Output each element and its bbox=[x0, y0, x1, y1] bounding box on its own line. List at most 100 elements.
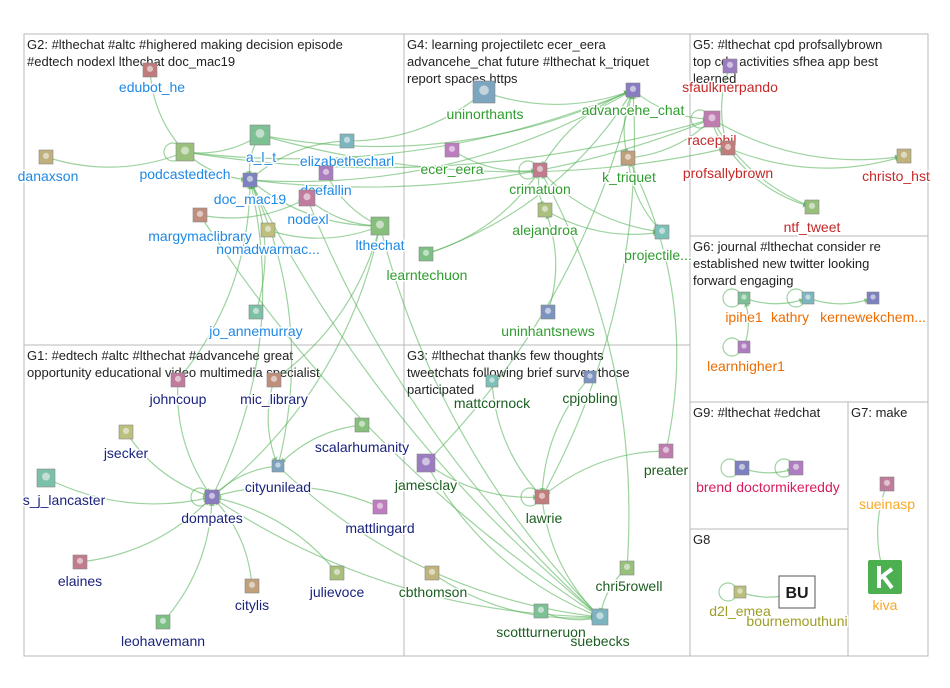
node-label: alejandroa bbox=[512, 222, 578, 238]
node-a_l_t[interactable]: a_l_t bbox=[244, 124, 278, 167]
edge-doc_mac19-racephil bbox=[249, 118, 713, 188]
node-johncoup[interactable]: johncoup bbox=[147, 372, 208, 409]
kiva-k-glyph bbox=[877, 566, 894, 590]
edge-doc_mac19-advancehe_chat bbox=[249, 89, 634, 183]
avatar-face-icon bbox=[870, 294, 876, 300]
group-box-g7 bbox=[847, 401, 929, 657]
node-podcastedtech[interactable]: podcastedtech bbox=[138, 142, 232, 184]
node-julievoce[interactable]: julievoce bbox=[307, 565, 366, 602]
node-edubot_he[interactable]: edubot_he bbox=[117, 62, 187, 97]
node-d2l_emea[interactable]: d2l_emea bbox=[708, 585, 772, 621]
group-boxes bbox=[23, 33, 929, 657]
avatar-face-icon bbox=[544, 307, 552, 314]
node-crimatuon[interactable]: crimatuon bbox=[508, 162, 572, 199]
node-jo_annemurray[interactable]: jo_annemurray bbox=[207, 304, 304, 341]
node-danaxson[interactable]: danaxson bbox=[16, 149, 80, 186]
node-s_j_lancaster[interactable]: s_j_lancaster bbox=[21, 468, 107, 510]
node-cityunilead[interactable]: cityunilead bbox=[243, 459, 313, 497]
avatar-face-icon bbox=[174, 375, 182, 382]
node-preater[interactable]: preater bbox=[642, 443, 690, 480]
node-jamesclay[interactable]: jamesclay bbox=[392, 453, 459, 495]
node-kiva[interactable]: kiva bbox=[868, 560, 902, 615]
node-scalarhumanity[interactable]: scalarhumanity bbox=[313, 417, 411, 457]
node-label: johncoup bbox=[149, 391, 207, 407]
node-projectiletc[interactable]: projectile... bbox=[623, 224, 693, 265]
node-cpjobling[interactable]: cpjobling bbox=[561, 370, 619, 408]
edge-doc_mac19-lthechat bbox=[249, 179, 381, 227]
node-label: crimatuon bbox=[509, 181, 570, 197]
node-mattlingard[interactable]: mattlingard bbox=[344, 499, 416, 538]
edge-dompates-doc_mac19 bbox=[211, 179, 264, 498]
node-cbthomson[interactable]: cbthomson bbox=[397, 565, 469, 602]
node-label: bournemouthuni bbox=[746, 613, 847, 629]
node-brendadoyle[interactable]: brend bbox=[695, 460, 750, 497]
node-doctormikereddy[interactable]: doctormikereddy bbox=[735, 460, 841, 497]
edge-citylis-dompates bbox=[211, 496, 253, 587]
node-nodexl[interactable]: nodexl bbox=[286, 189, 330, 229]
node-profsallybrown[interactable]: profsallybrown bbox=[681, 140, 775, 183]
node-dompates[interactable]: dompates bbox=[180, 489, 244, 528]
node-k_triquet[interactable]: k_triquet bbox=[601, 150, 657, 187]
avatar-face-icon bbox=[726, 61, 734, 68]
node-scottturneruon[interactable]: scottturneruon bbox=[495, 603, 587, 642]
node-uninorthants[interactable]: uninorthants bbox=[445, 80, 525, 124]
node-sfaulknerpando[interactable]: sfaulknerpando bbox=[681, 58, 780, 97]
avatar-face-icon bbox=[146, 65, 154, 72]
group-title-g1-line-2: opportunity educational video multimedia… bbox=[27, 365, 320, 380]
node-label: learnhigher1 bbox=[707, 358, 785, 374]
edge-lthechat-suebecks bbox=[379, 225, 601, 618]
node-nomadwarmac[interactable]: nomadwarmac... bbox=[215, 222, 321, 259]
node-learntechuon[interactable]: learntechuon bbox=[385, 246, 469, 285]
node-jsecker[interactable]: jsecker bbox=[101, 424, 150, 463]
avatar-face-icon bbox=[76, 557, 84, 564]
group-title-g3-line-1: G3: #lthechat thanks few thoughts bbox=[407, 348, 604, 363]
node-chri5rowell[interactable]: chri5rowell bbox=[594, 560, 664, 596]
node-label: cbthomson bbox=[399, 584, 467, 600]
edge-crimatuon-projectiletc bbox=[539, 169, 663, 233]
node-leohavemann[interactable]: leohavemann bbox=[119, 614, 207, 651]
group-title-g5-line-1: G5: #lthechat cpd profsallybrown bbox=[693, 37, 882, 52]
edge-chri5rowell-crimatuon bbox=[539, 169, 630, 569]
node-alejandroa[interactable]: alejandroa bbox=[511, 202, 579, 240]
node-ipihe1[interactable]: ipihe1 bbox=[724, 291, 764, 327]
avatar-face-icon bbox=[322, 168, 330, 175]
node-label: jo_annemurray bbox=[208, 323, 302, 339]
node-lthechat[interactable]: lthechat bbox=[354, 216, 406, 255]
edge-jamesclay-lawrie bbox=[425, 462, 543, 498]
node-lawrie[interactable]: lawrie bbox=[524, 489, 564, 528]
node-uninhantsnews[interactable]: uninhantsnews bbox=[500, 304, 596, 341]
node-mic_library[interactable]: mic_library bbox=[239, 372, 309, 409]
node-advancehe_chat[interactable]: advancehe_chat bbox=[580, 82, 686, 120]
node-label: mic_library bbox=[240, 391, 308, 407]
group-title-g7-line-1: G7: make bbox=[851, 405, 907, 420]
node-mattcornock[interactable]: mattcornock bbox=[452, 374, 533, 413]
avatar-face-icon bbox=[196, 210, 204, 217]
avatar-face-icon bbox=[624, 153, 632, 160]
node-margymaclibrary[interactable]: margymaclibrary bbox=[147, 207, 253, 246]
node-label: mattcornock bbox=[454, 395, 531, 411]
node-elaines[interactable]: elaines bbox=[56, 554, 104, 591]
node-kathryjp[interactable]: kathry bbox=[769, 291, 815, 327]
node-ecer_eera[interactable]: ecer_eera bbox=[419, 142, 485, 179]
edge-elizabethecharl-uninorthants bbox=[346, 91, 485, 142]
node-citylis[interactable]: citylis bbox=[233, 578, 271, 615]
edge-ecer_eera-crimatuon bbox=[451, 149, 541, 172]
edge-doc_mac19-suebecks bbox=[249, 179, 601, 618]
avatar-face-icon bbox=[808, 202, 816, 209]
node-label: ipihe1 bbox=[725, 309, 763, 325]
group-title-g5-line-2: top cdp activities sfhea app best bbox=[693, 54, 878, 69]
node-sueinasp[interactable]: sueinasp bbox=[857, 476, 917, 514]
node-label: kiva bbox=[873, 597, 898, 613]
node-ntf_tweet[interactable]: ntf_tweet bbox=[782, 199, 842, 237]
node-logo_bu[interactable]: BU bbox=[778, 575, 816, 609]
node-learnhigher1[interactable]: learnhigher1 bbox=[706, 340, 787, 376]
avatar-face-icon bbox=[303, 193, 311, 201]
node-christo_hst[interactable]: christo_hst bbox=[861, 148, 931, 186]
node-kernewekchem[interactable]: kernewekchem... bbox=[819, 291, 927, 327]
node-bournemouthuni[interactable]: bournemouthuni bbox=[745, 612, 849, 631]
node-doc_mac19[interactable]: doc_mac19 bbox=[212, 172, 288, 209]
avatar-face-icon bbox=[270, 375, 278, 382]
edge-lawrie-advancehe_chat bbox=[541, 89, 636, 498]
node-suebecks[interactable]: suebecks bbox=[569, 608, 631, 651]
avatar-face-icon bbox=[376, 502, 384, 509]
